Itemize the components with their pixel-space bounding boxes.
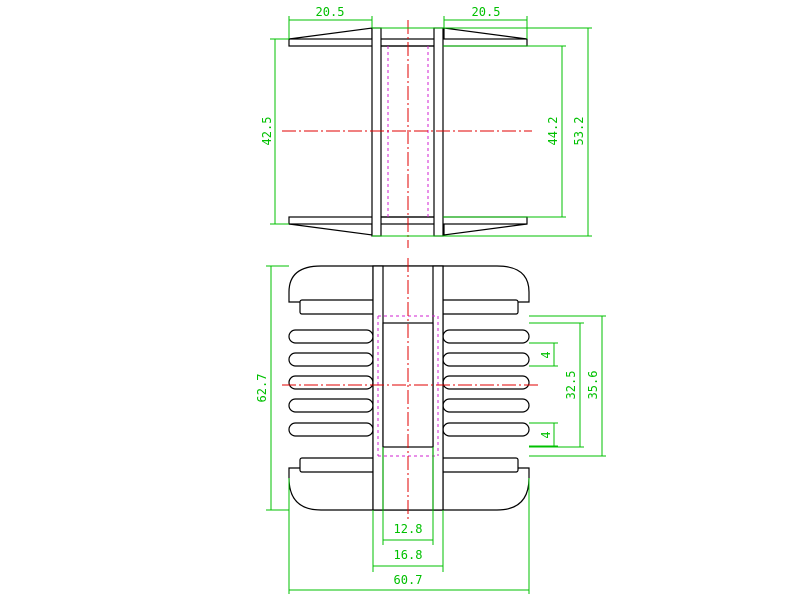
dim-overall-height-top: 53.2 (572, 117, 586, 146)
dim-inner-height: 44.2 (546, 117, 560, 146)
dim-slot-pitch-top: 4 (539, 351, 553, 358)
top-left-lug (288, 27, 373, 40)
fin (442, 422, 530, 437)
left-fins (288, 329, 374, 437)
dim-overall-width: 60.7 (394, 573, 423, 587)
front-view: 62.7 4 4 32.5 35.6 12.8 16.8 (255, 258, 606, 594)
fin (288, 329, 374, 344)
top-view: 20.5 20.5 42.5 44.2 53.2 (260, 5, 592, 248)
fin (442, 352, 530, 367)
bottom-right-lug (443, 223, 528, 236)
dim-overall-height-front: 62.7 (255, 374, 269, 403)
core-wall-right (433, 27, 444, 237)
bottom-left-lug (288, 223, 373, 236)
fin (288, 352, 374, 367)
dim-flange-left-width: 20.5 (316, 5, 345, 19)
fin (288, 422, 374, 437)
dim-inner-span: 32.5 (564, 371, 578, 400)
dim-outer-span: 35.6 (586, 371, 600, 400)
core-wall-left (371, 27, 382, 237)
dim-slot-pitch-bottom: 4 (539, 431, 553, 438)
dim-flange-right-width: 20.5 (472, 5, 501, 19)
dim-core-outer-width: 16.8 (394, 548, 423, 562)
fin (442, 398, 530, 413)
right-fins (442, 329, 530, 437)
dim-side-height: 42.5 (260, 117, 274, 146)
dim-core-inner-width: 12.8 (394, 522, 423, 536)
top-right-lug (443, 27, 528, 40)
fin (288, 375, 374, 390)
fin (442, 375, 530, 390)
fin (288, 398, 374, 413)
fin (442, 329, 530, 344)
